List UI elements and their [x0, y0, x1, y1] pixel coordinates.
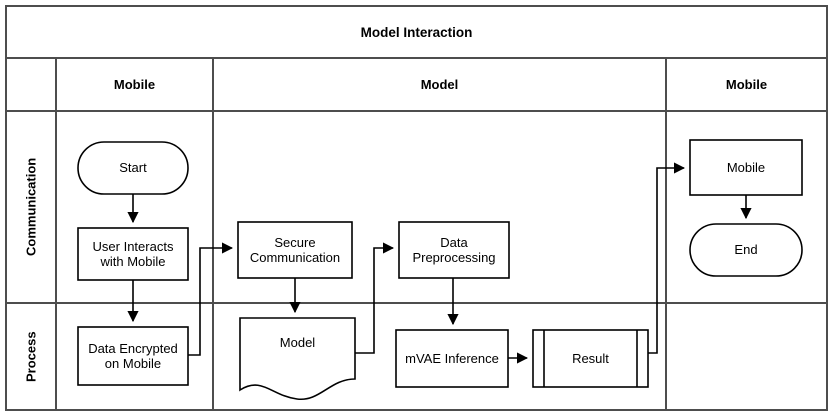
- node-end-shape[interactable]: [689, 223, 803, 277]
- node-data-encrypted-shape[interactable]: [77, 326, 189, 386]
- row-header-process: Process: [23, 331, 39, 382]
- connectors: [127, 162, 752, 364]
- node-result-shape[interactable]: [532, 329, 649, 388]
- node-mobile-out-shape[interactable]: [689, 139, 803, 196]
- swimlane-grid: [5, 5, 828, 411]
- edge-model-to-data-preprocessing: [355, 242, 395, 354]
- row-header-communication: Communication: [23, 157, 39, 257]
- edge-data-encrypted-to-secure-communication: [188, 242, 234, 356]
- node-model-shape[interactable]: [239, 317, 356, 400]
- diagram-title: Model Interaction: [360, 24, 473, 40]
- node-shapes: [77, 139, 803, 400]
- node-start-shape[interactable]: [77, 141, 189, 195]
- node-user-interacts-shape[interactable]: [77, 227, 189, 281]
- node-data-preprocessing-shape[interactable]: [398, 221, 510, 279]
- edge-result-to-mobile-out: [648, 162, 686, 354]
- column-header-model: Model: [420, 77, 459, 92]
- node-mvae-inference-shape[interactable]: [395, 329, 509, 388]
- column-header-mobile-left: Mobile: [113, 77, 156, 92]
- column-header-mobile-right: Mobile: [725, 77, 768, 92]
- node-secure-communication-shape[interactable]: [237, 221, 353, 279]
